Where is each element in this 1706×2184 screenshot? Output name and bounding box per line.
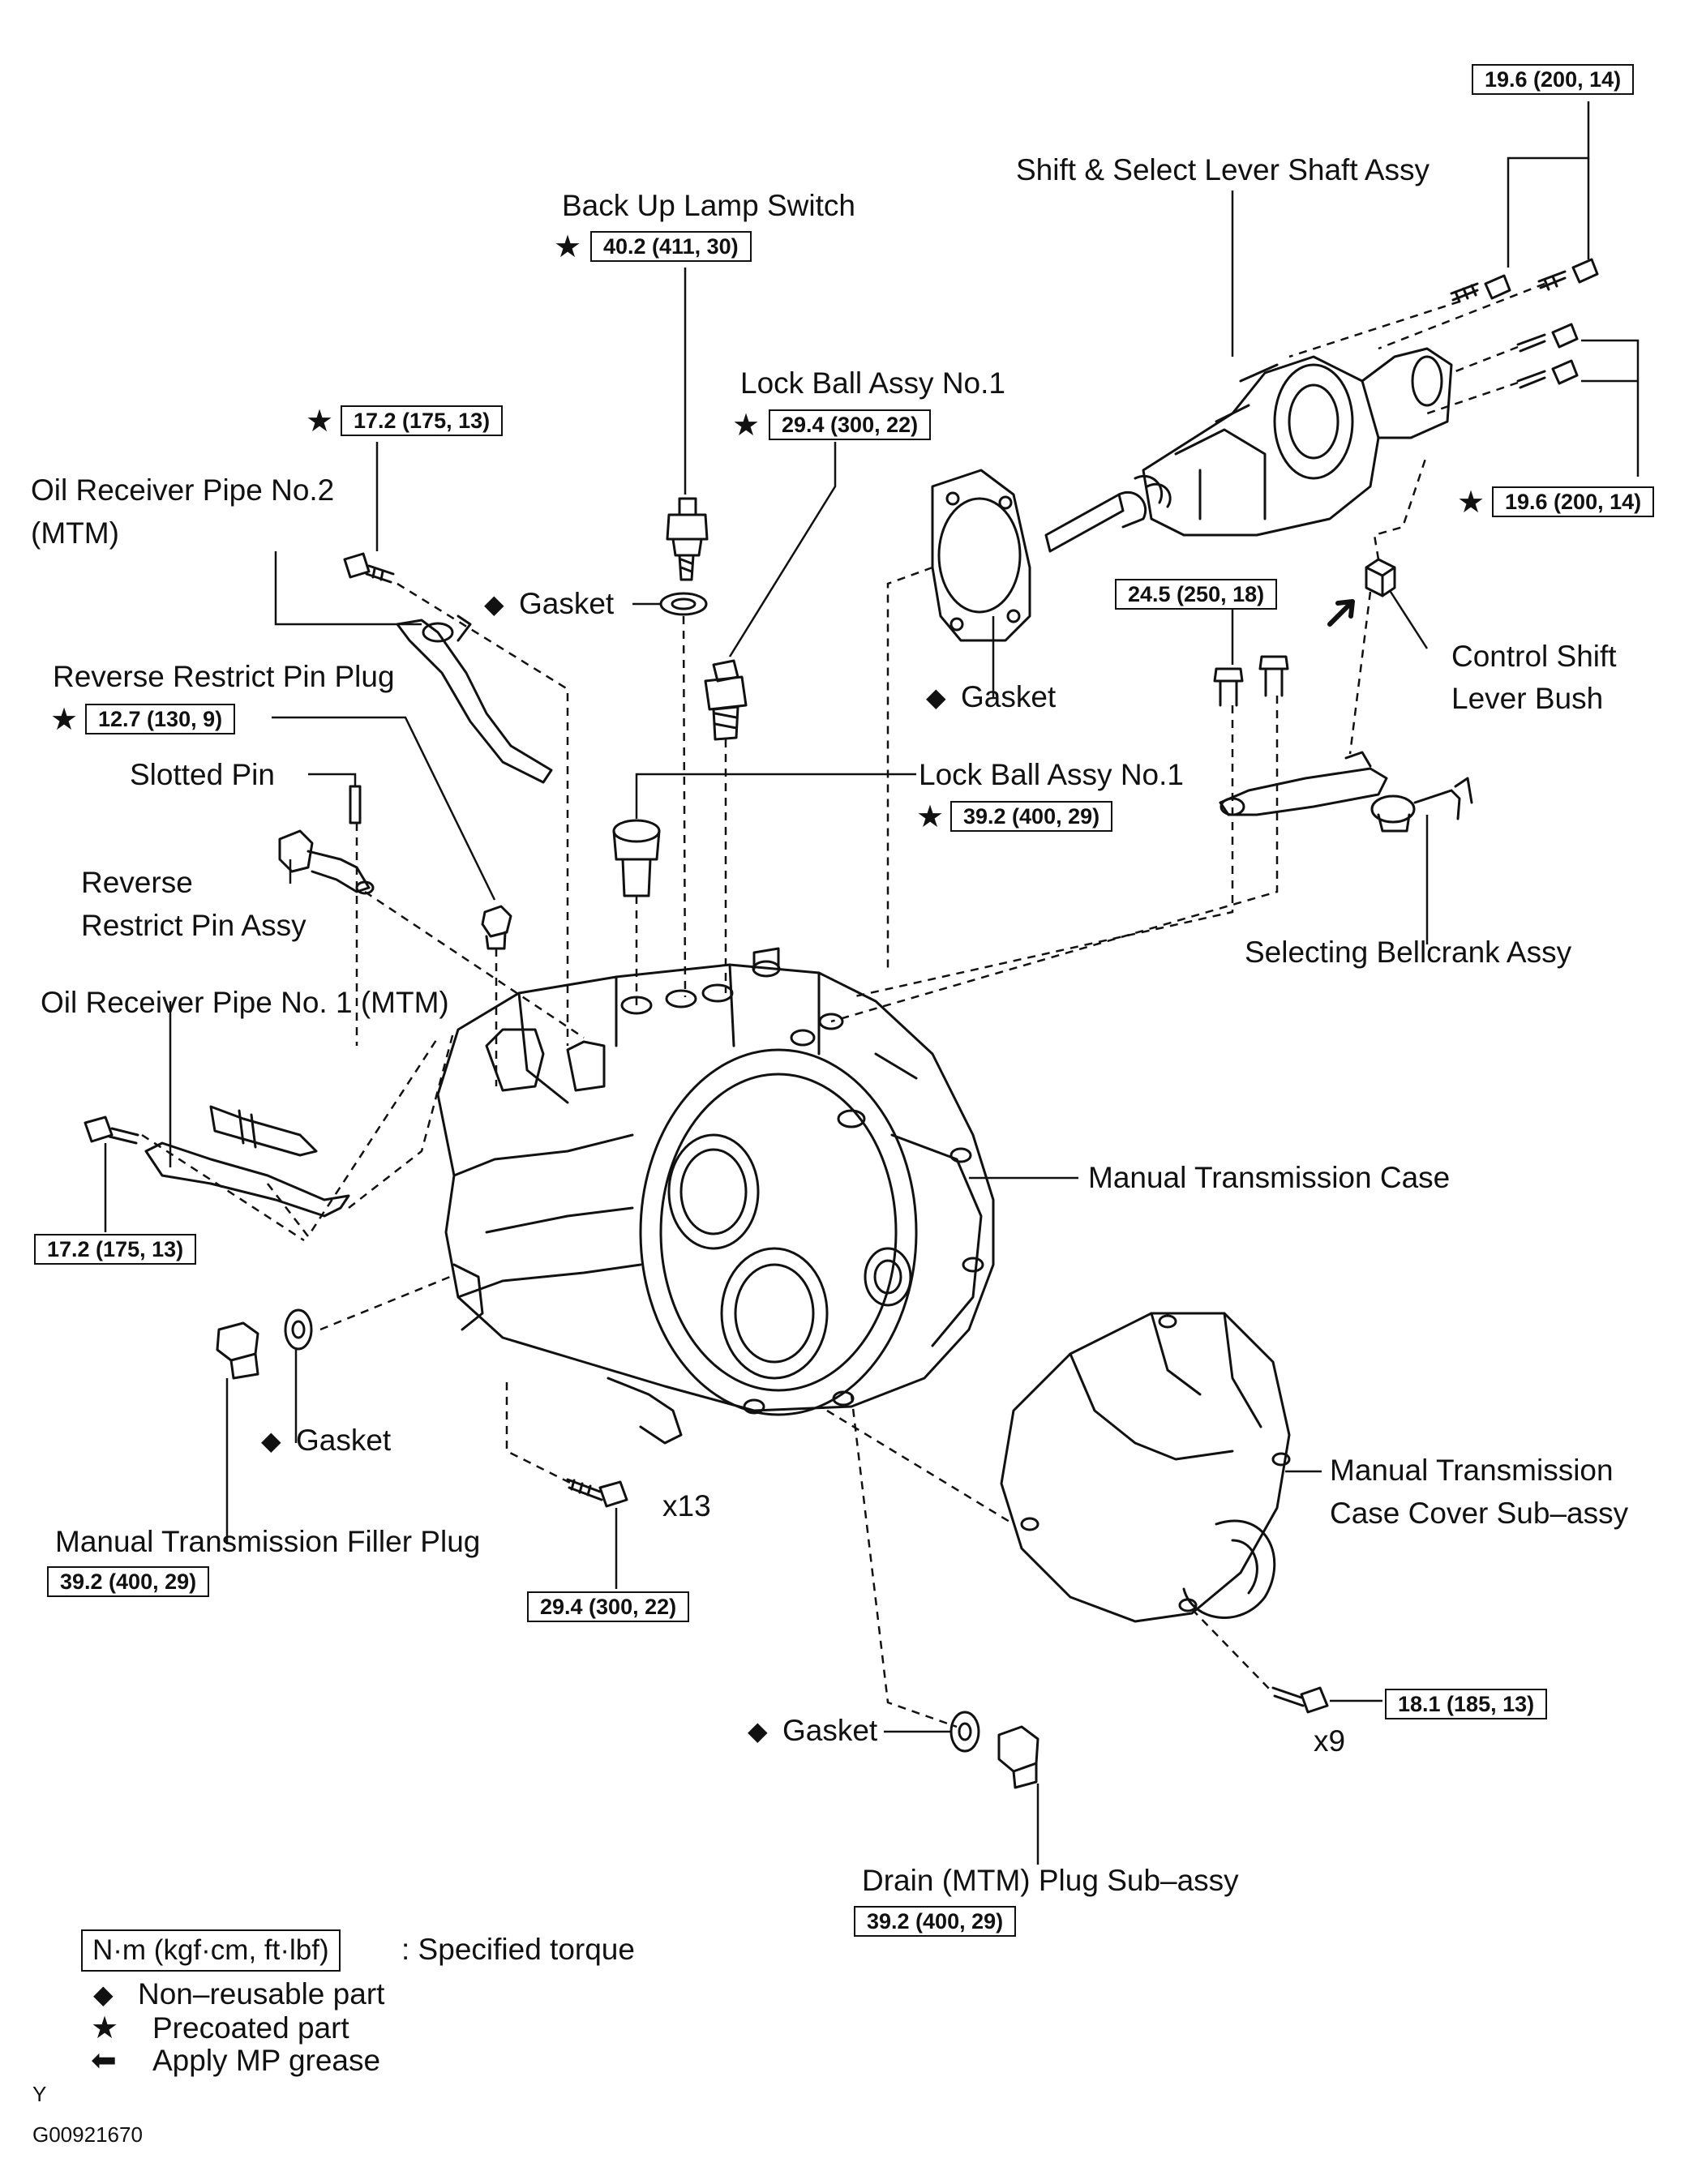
back-up-lamp-switch-part — [666, 497, 709, 581]
legend-torque-desc: : Specified torque — [401, 1933, 635, 1966]
torque-cover-bolts: 18.1 (185, 13) — [1385, 1689, 1548, 1719]
case-bolt — [566, 1478, 628, 1508]
legend-arrow-icon: ⬅ — [91, 2044, 117, 2078]
label-manual-transmission-case: Manual Transmission Case — [1088, 1161, 1451, 1194]
footer-y: Y — [32, 2082, 47, 2106]
lock-ball-assy-upper — [704, 659, 748, 741]
label-gasket-filler: Gasket — [296, 1424, 392, 1457]
non-reusable-diamond-icon: ◆ — [748, 1716, 768, 1745]
torque-filler-plug: 39.2 (400, 29) — [47, 1566, 210, 1597]
mp-grease-arrow — [1327, 599, 1355, 627]
label-gasket-drain: Gasket — [782, 1714, 878, 1747]
lock-ball-assy-lower — [612, 819, 661, 897]
label-oil-receiver-pipe-2-mtm: (MTM) — [31, 516, 119, 550]
legend-mp-grease: Apply MP grease — [152, 2044, 381, 2077]
cover-bolt — [1271, 1686, 1329, 1714]
torque-back-up-lamp: 40.2 (411, 30) — [590, 231, 752, 262]
bolt-sslsa-4 — [1516, 359, 1579, 389]
bolt-sslsa-1 — [1450, 274, 1511, 303]
case-cover — [1000, 1312, 1291, 1623]
reverse-restrict-pin-plug — [481, 905, 512, 950]
label-gasket-lamp: Gasket — [519, 587, 615, 620]
label-case-cover-1: Manual Transmission — [1330, 1454, 1614, 1487]
legend-star-icon: ★ — [91, 2011, 119, 2045]
precoated-star-icon: ★ — [306, 405, 334, 439]
filler-plug-part — [216, 1321, 259, 1380]
torque-oil-pipe-2: 17.2 (175, 13) — [341, 405, 504, 436]
slotted-pin-part — [349, 785, 362, 824]
gasket-plate — [931, 469, 1031, 642]
label-shift-select-lever-shaft: Shift & Select Lever Shaft Assy — [1016, 153, 1430, 186]
label-back-up-lamp-switch: Back Up Lamp Switch — [562, 189, 855, 222]
bolt-sslsa-2 — [1537, 258, 1599, 291]
precoated-star-icon: ★ — [1457, 486, 1485, 520]
torque-lock-ball-upper: 29.4 (300, 22) — [769, 409, 932, 440]
label-gasket-plate: Gasket — [961, 680, 1057, 713]
label-control-shift-lever-bush-2: Lever Bush — [1451, 682, 1604, 715]
shift-select-lever-shaft — [1044, 347, 1453, 553]
label-selecting-bellcrank: Selecting Bellcrank Assy — [1245, 936, 1572, 969]
torque-lock-ball-lower: 39.2 (400, 29) — [950, 801, 1113, 832]
oil-receiver-pipe-2 — [396, 615, 553, 784]
legend-non-reusable: Non–reusable part — [138, 1977, 385, 2011]
footer-figure-code: G00921670 — [32, 2122, 143, 2147]
label-reverse-restrict-pin-assy-2: Restrict Pin Assy — [81, 909, 306, 942]
label-reverse-restrict-pin-assy-1: Reverse — [81, 866, 193, 899]
label-lock-ball-lower: Lock Ball Assy No.1 — [919, 758, 1184, 791]
non-reusable-diamond-icon: ◆ — [261, 1426, 281, 1455]
oil-pipe-2-bolt — [343, 552, 395, 584]
torque-shift-bolts-lower: 19.6 (200, 14) — [1492, 486, 1655, 517]
label-lock-ball-upper: Lock Ball Assy No.1 — [740, 366, 1005, 400]
reverse-restrict-pin-assy — [278, 829, 375, 895]
bolt-sslsa-3 — [1516, 323, 1579, 353]
label-filler-plug: Manual Transmission Filler Plug — [55, 1525, 481, 1558]
label-cover-bolt-qty: x9 — [1314, 1724, 1346, 1758]
precoated-star-icon: ★ — [732, 409, 761, 443]
non-reusable-diamond-icon: ◆ — [484, 589, 504, 619]
transmission-case — [436, 947, 995, 1445]
torque-case-bolts: 29.4 (300, 22) — [527, 1591, 690, 1622]
drain-plug-part — [997, 1725, 1039, 1789]
label-slotted-pin: Slotted Pin — [130, 758, 275, 791]
selecting-bellcrank — [1219, 751, 1473, 833]
torque-shift-bolts-top: 19.6 (200, 14) — [1472, 64, 1635, 95]
gasket-ring-c — [949, 1711, 980, 1753]
torque-oil-pipe-1: 17.2 (175, 13) — [34, 1234, 197, 1265]
torque-bellcrank: 24.5 (250, 18) — [1115, 579, 1278, 610]
precoated-star-icon: ★ — [916, 800, 945, 834]
label-case-cover-2: Case Cover Sub–assy — [1330, 1497, 1629, 1530]
label-oil-receiver-pipe-1: Oil Receiver Pipe No. 1 (MTM) — [41, 986, 449, 1019]
label-control-shift-lever-bush-1: Control Shift — [1451, 640, 1617, 673]
non-reusable-diamond-icon: ◆ — [926, 683, 946, 712]
bellcrank-bolt-2 — [1258, 655, 1289, 697]
precoated-star-icon: ★ — [554, 230, 582, 264]
label-oil-receiver-pipe-2: Oil Receiver Pipe No.2 — [31, 473, 335, 507]
oil-pipe-1-bolt — [84, 1116, 139, 1145]
label-case-bolt-qty: x13 — [662, 1489, 711, 1522]
label-reverse-restrict-pin-plug: Reverse Restrict Pin Plug — [53, 660, 395, 693]
oil-receiver-pipe-1 — [144, 1105, 350, 1218]
gasket-ring-b — [284, 1308, 313, 1351]
bellcrank-bolt-1 — [1213, 667, 1244, 707]
torque-drain-plug: 39.2 (400, 29) — [854, 1906, 1017, 1937]
precoated-star-icon: ★ — [50, 703, 79, 737]
torque-reverse-restrict-plug: 12.7 (130, 9) — [85, 704, 236, 734]
legend-torque-units-box: N·m (kgf·cm, ft·lbf) — [81, 1929, 341, 1972]
control-shift-lever-bush — [1365, 558, 1396, 597]
legend-precoated: Precoated part — [152, 2011, 349, 2045]
gasket-ring-a — [659, 592, 708, 616]
legend-diamond-icon: ◆ — [93, 1980, 114, 2009]
label-drain-plug: Drain (MTM) Plug Sub–assy — [862, 1864, 1239, 1897]
